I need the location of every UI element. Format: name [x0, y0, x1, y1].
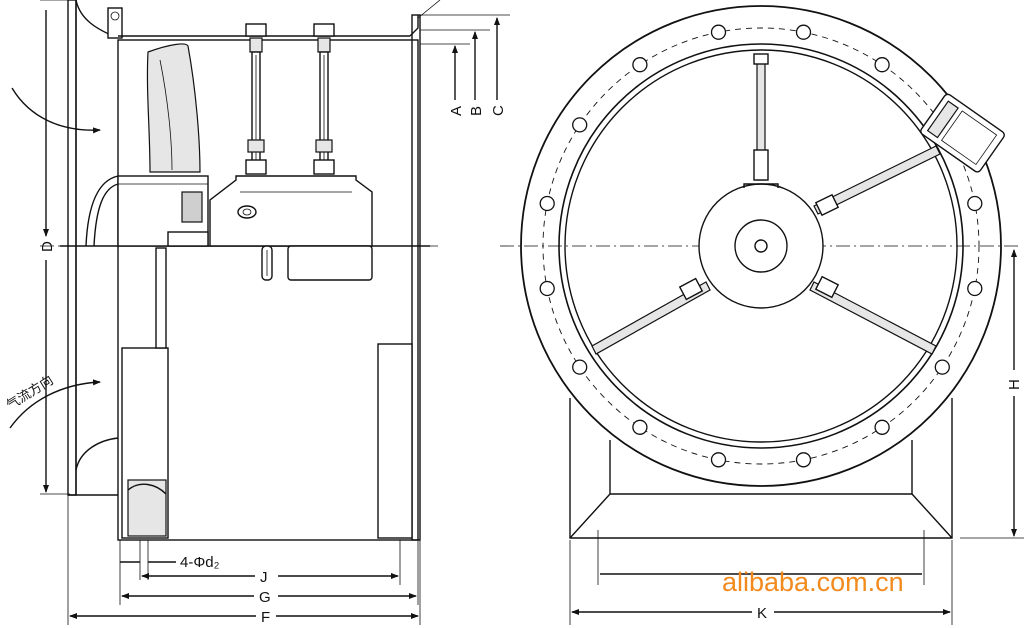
bolt-hole [934, 359, 950, 375]
bolt-hole [967, 280, 983, 297]
airflow-arrow-bottom [9, 379, 101, 429]
motor-housing [209, 175, 373, 247]
bolt-hole [795, 452, 812, 468]
dim-label-holes: 4-Φd₂ [180, 554, 220, 571]
bolt-hole [572, 359, 588, 375]
dim-label-D: D [39, 241, 56, 252]
dim-label-H: H [1006, 379, 1023, 390]
housing-body [117, 39, 419, 541]
impeller-blade [146, 43, 201, 173]
dim-label-J: J [260, 569, 268, 586]
bolt-holes [539, 24, 983, 468]
watermark: alibaba.com.cn [722, 567, 904, 597]
bolt-hole [632, 57, 648, 73]
bolt-hole [967, 195, 983, 212]
dim-label-B: B [468, 106, 485, 116]
inlet-flange [67, 0, 77, 496]
dim-label-A: A [448, 106, 465, 116]
base-stand [569, 398, 953, 539]
bolt-hole [539, 280, 555, 297]
dim-label-G: G [259, 589, 271, 606]
bolt-hole [710, 24, 727, 40]
terminal-box [920, 93, 1005, 173]
bolt-hole [632, 419, 648, 435]
bolt-hole [874, 57, 890, 73]
side-view: 气流方向 D A B C 4-Φd₂ J G [4, 0, 510, 626]
front-view: K H [500, 5, 1024, 625]
dim-label-K: K [757, 605, 767, 622]
airflow-arrow-top [11, 87, 101, 134]
support-rods [245, 23, 335, 175]
terminal-box-icon [237, 205, 257, 219]
top-bracket [107, 7, 123, 39]
bolt-hole [539, 195, 555, 212]
lower-blade-right [377, 343, 413, 539]
outlet-flange [411, 14, 421, 541]
dim-label-F: F [261, 609, 270, 626]
dim-label-C: C [490, 105, 507, 116]
bolt-hole [874, 419, 890, 435]
bolt-hole [795, 24, 812, 40]
spokes [591, 53, 941, 355]
motor-lower-box [287, 245, 373, 281]
bolt-hole [572, 117, 588, 133]
motor-hub [698, 183, 824, 309]
bolt-hole [710, 452, 727, 468]
